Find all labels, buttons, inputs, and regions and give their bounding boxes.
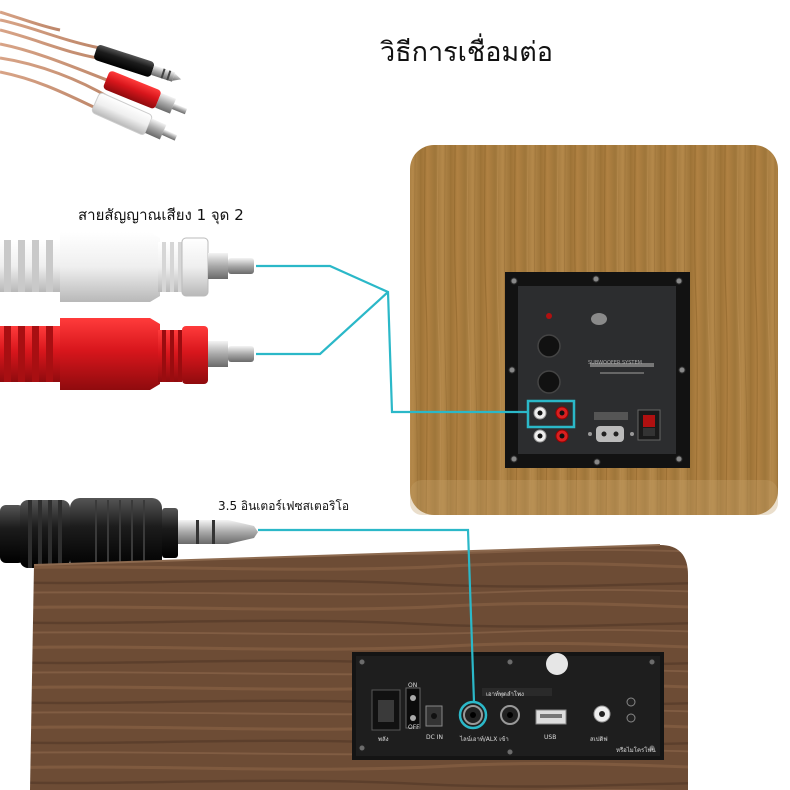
subwoofer-brand-text: SUBWOOFER SYSTEM bbox=[588, 360, 642, 366]
stereo-jack-label: 3.5 อินเตอร์เฟซสเตอริโอ bbox=[218, 499, 350, 513]
switch-off-label: OFF bbox=[408, 724, 420, 731]
rca-jack-highlight bbox=[526, 399, 576, 429]
spdif-label: สเปดิฟ bbox=[590, 736, 608, 743]
stereo-jack-plug bbox=[0, 498, 258, 570]
speaker-back-panel bbox=[352, 652, 664, 760]
cable-product-photo bbox=[0, 10, 188, 141]
subwoofer-cabinet bbox=[410, 145, 778, 515]
dc-in-label: DC IN bbox=[426, 734, 443, 741]
subwoofer-back-panel bbox=[505, 272, 690, 468]
connection-lines bbox=[256, 264, 528, 703]
rca-cable-label: สายสัญญาณเสียง 1 จุด 2 bbox=[78, 206, 244, 224]
usb-label: USB bbox=[544, 734, 557, 741]
power-label: พลัง bbox=[378, 736, 389, 743]
microphone-label: หรือไมโครโฟน bbox=[616, 747, 656, 754]
aux-in-label: ไลน์เอาท์/ALX เข้า bbox=[460, 736, 509, 743]
rca-input-jacks bbox=[533, 406, 569, 443]
white-rca-plug bbox=[0, 232, 254, 302]
stereo-jack-wire bbox=[258, 528, 476, 703]
main-speaker-cabinet bbox=[30, 544, 688, 790]
red-rca-plug bbox=[0, 318, 254, 390]
page-title: วิธีการเชื่อมต่อ bbox=[380, 37, 553, 68]
speaker-output-label: เอาท์พุตลำโพง bbox=[486, 691, 524, 698]
switch-on-label: ON bbox=[408, 682, 418, 689]
